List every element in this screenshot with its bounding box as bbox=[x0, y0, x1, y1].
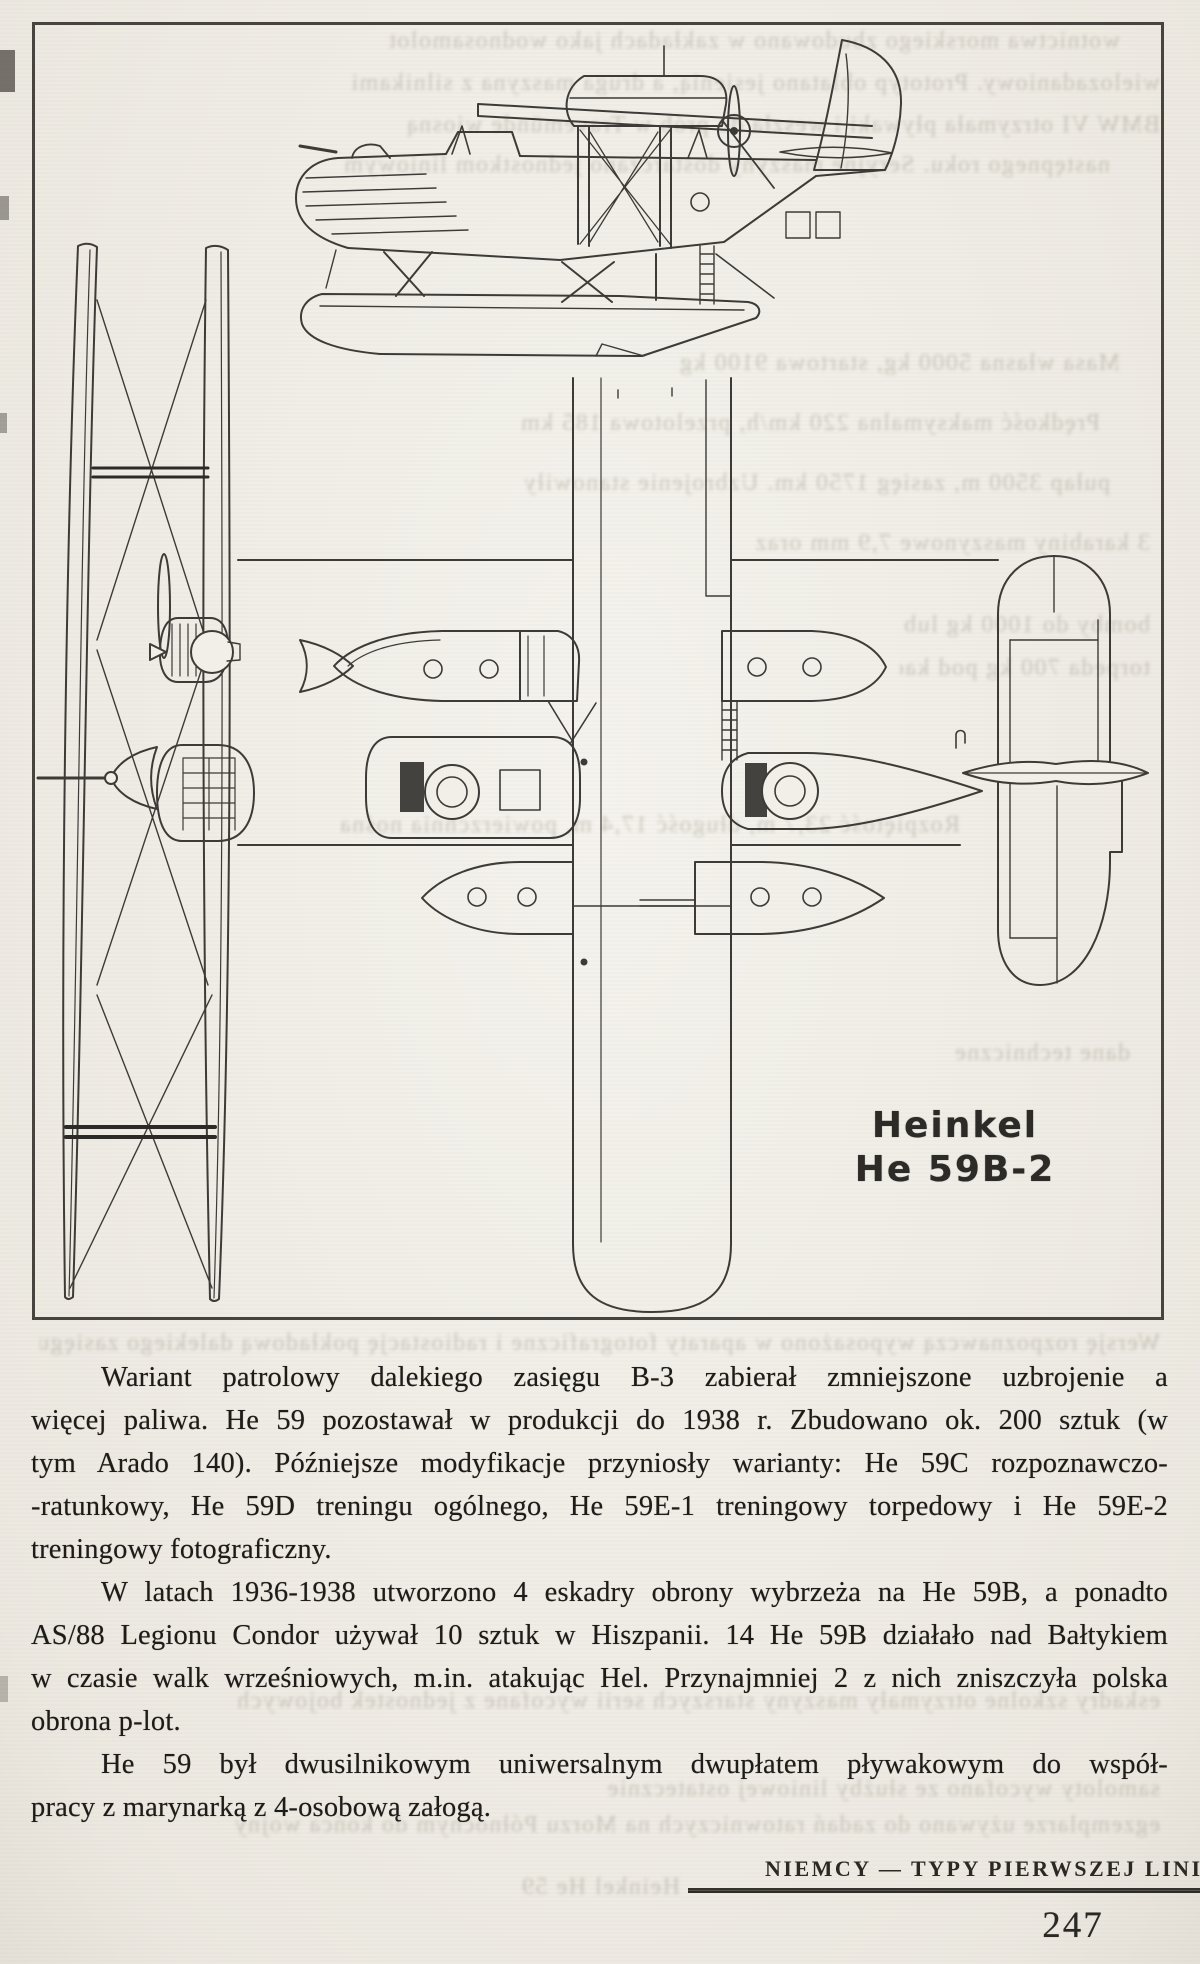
text-line: tym Arado 140). Późniejsze modyfikacje p… bbox=[31, 1448, 1168, 1479]
text-line: w czasie walk wrześniowych, m.in. atakuj… bbox=[31, 1663, 1168, 1694]
text-line: obrona p-lot. bbox=[31, 1706, 181, 1737]
text-line: AS/88 Legionu Condor używał 10 sztuk w H… bbox=[31, 1620, 1168, 1651]
front-view bbox=[36, 242, 354, 1302]
scan-artifact bbox=[0, 50, 15, 92]
text-line: He 59 był dwusilnikowym uniwersalnym dwu… bbox=[101, 1749, 1168, 1780]
footer-rule bbox=[688, 1888, 1200, 1893]
text-line: -ratunkowy, He 59D treningu ogólnego, He… bbox=[31, 1491, 1168, 1522]
scan-artifact bbox=[0, 413, 7, 433]
running-head: NIEMCY — TYPY PIERWSZEJ LINII. Rozd bbox=[765, 1856, 1200, 1888]
scan-artifact bbox=[0, 196, 9, 220]
text-line: Wariant patrolowy dalekiego zasięgu B-3 … bbox=[101, 1362, 1168, 1393]
scan-artifact bbox=[0, 1676, 8, 1702]
side-view bbox=[295, 39, 903, 357]
body-text: Wariant patrolowy dalekiego zasięgu B-3 … bbox=[31, 1356, 1168, 1829]
figure-label-line2: He 59B-2 bbox=[854, 1149, 1056, 1190]
figure-border bbox=[32, 22, 1164, 1320]
plan-view bbox=[237, 377, 1149, 1313]
figure-label-line1: Heinkel bbox=[871, 1105, 1039, 1146]
text-line: W latach 1936-1938 utworzono 4 eskadry o… bbox=[101, 1577, 1168, 1608]
text-line: więcej paliwa. He 59 pozostawał w produk… bbox=[31, 1405, 1168, 1436]
figure-label: Heinkel He 59B-2 bbox=[820, 1104, 1090, 1192]
page-number: 247 bbox=[1042, 1905, 1104, 1946]
text-line: pracy z marynarką z 4-osobową załogą. bbox=[31, 1792, 492, 1823]
running-head-text: NIEMCY — TYPY PIERWSZEJ LINII. bbox=[765, 1856, 1200, 1881]
text-line: treningowy fotograficzny. bbox=[31, 1534, 332, 1565]
